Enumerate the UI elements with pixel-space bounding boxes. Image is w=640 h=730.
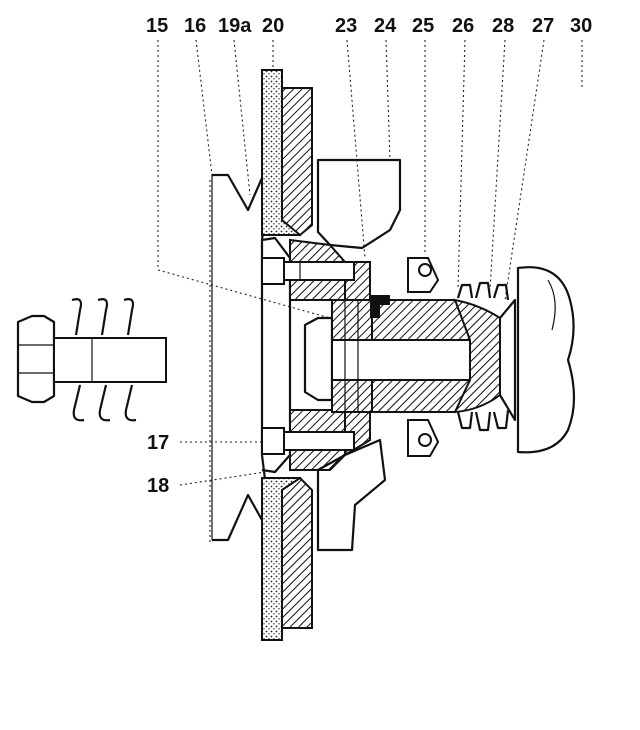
- spring-washer-3: [123, 298, 137, 422]
- engine-block-wall: [516, 266, 576, 454]
- impeller-teeth-lower: [456, 409, 510, 432]
- bolt-assembly: [16, 298, 167, 422]
- callout-25: 25: [412, 15, 434, 37]
- impeller-teeth-upper: [456, 281, 510, 301]
- shaft-seal: [370, 257, 440, 457]
- callout-27: 27: [532, 15, 554, 37]
- callout-17: 17: [147, 432, 169, 454]
- callout-26: 26: [452, 15, 474, 37]
- callout-20: 20: [262, 15, 284, 37]
- callout-30: 30: [570, 15, 592, 37]
- hub-screw-upper: [261, 257, 355, 285]
- fan-hub: [261, 69, 313, 641]
- impeller: [453, 281, 517, 432]
- callout-15: 15: [146, 15, 168, 37]
- spring-washer-2: [97, 298, 111, 422]
- spring-washer-1: [71, 298, 85, 422]
- callout-19a: 19a: [218, 15, 252, 37]
- callout-24: 24: [374, 15, 397, 37]
- hub-screw-lower: [261, 427, 355, 455]
- callout-23: 23: [335, 15, 357, 37]
- callout-16: 16: [184, 15, 206, 37]
- pulley: [211, 173, 292, 542]
- callout-labels: 15 16 19a 20 23 24 25 26 28 27 30 17 18: [146, 15, 592, 497]
- leader-lines: [157, 39, 583, 545]
- callout-28: 28: [492, 15, 514, 37]
- callout-18: 18: [147, 475, 169, 497]
